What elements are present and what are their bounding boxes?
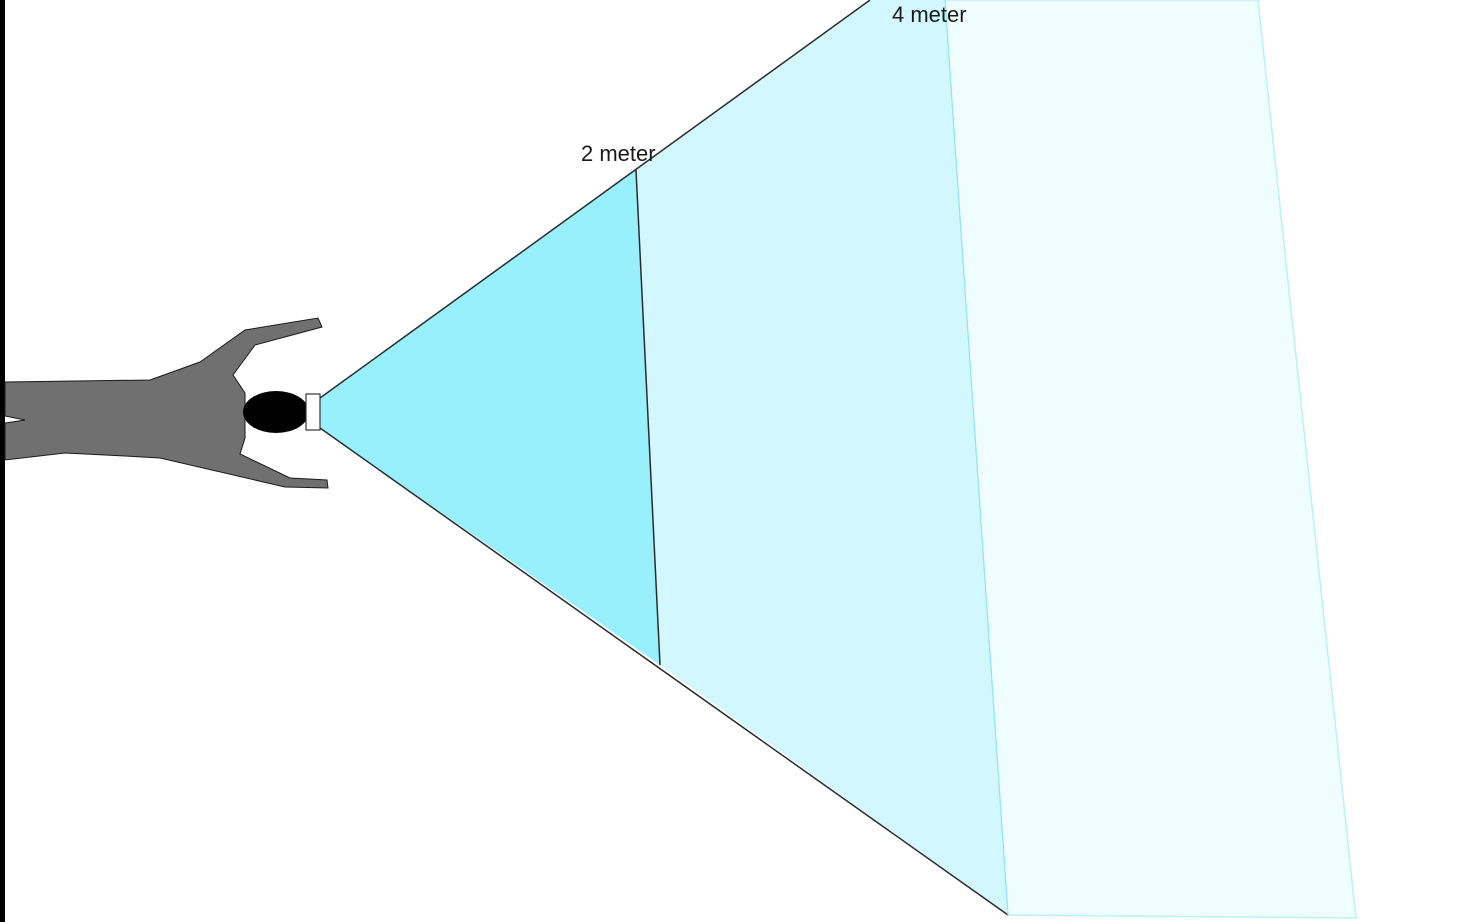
beam-zone-mid	[636, 0, 1008, 915]
flashlight-icon	[306, 394, 320, 430]
label-2-meter: 2 meter	[581, 143, 656, 165]
beam-zone-near	[320, 170, 660, 665]
label-4-meter: 4 meter	[892, 4, 967, 26]
beam-zone-far	[945, 0, 1356, 918]
head	[243, 391, 309, 433]
